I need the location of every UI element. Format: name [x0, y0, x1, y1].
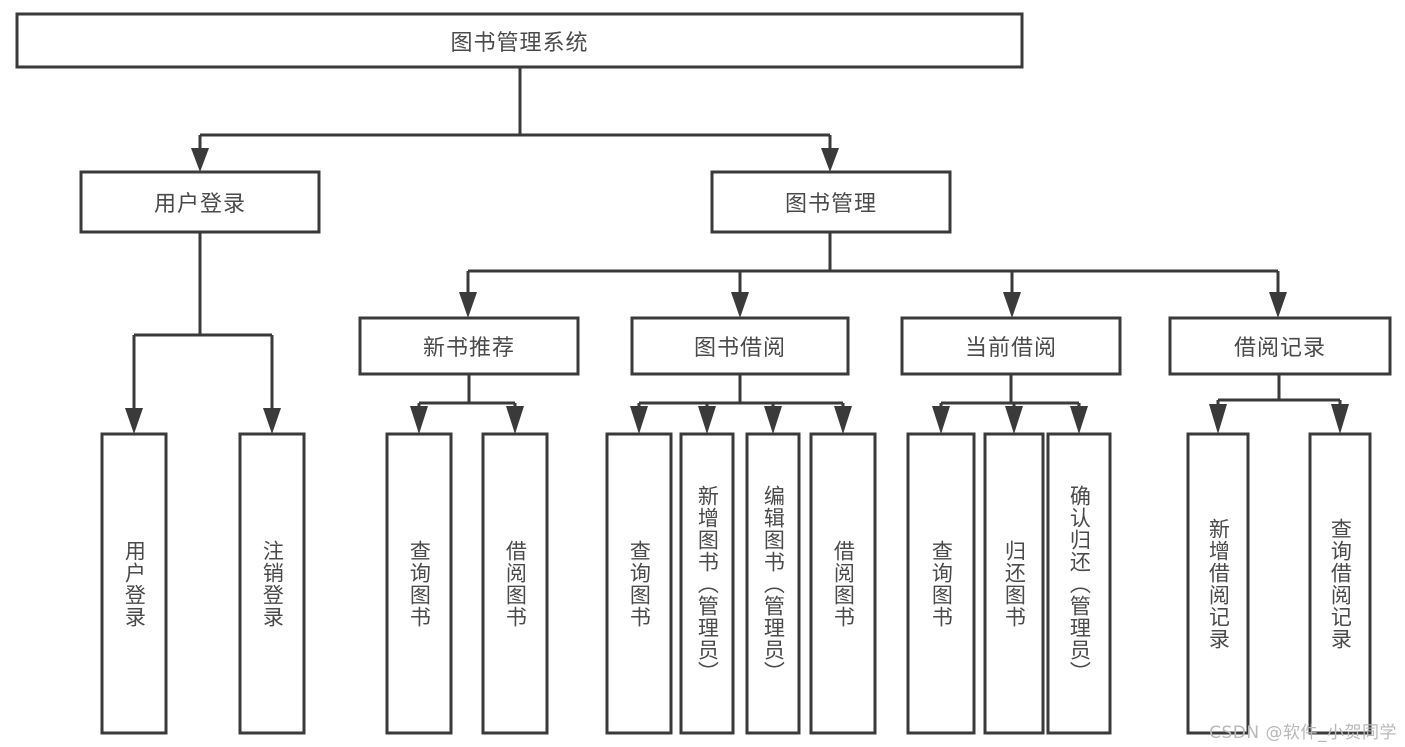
arrowhead-leaf-edit-book — [764, 406, 782, 434]
arrowhead-book-borrow — [731, 292, 749, 318]
node-leaf-borrow-book-rec-box[interactable] — [481, 432, 549, 735]
node-book-manage-box[interactable] — [710, 170, 952, 234]
csdn-watermark: CSDN @软件_小贺同学 — [1209, 723, 1397, 743]
node-leaf-query-book-rec-box[interactable] — [385, 432, 453, 735]
node-leaf-user-login-box[interactable] — [100, 432, 168, 735]
arrowhead-leaf-add-book — [698, 406, 716, 434]
node-leaf-query-book-cur-box[interactable] — [906, 432, 976, 735]
arrowhead-leaf-logout — [263, 408, 281, 434]
arrowhead-leaf-return-book — [1005, 406, 1023, 434]
node-current-borrow-box[interactable] — [900, 316, 1122, 376]
node-user-login-box[interactable] — [79, 170, 321, 234]
arrowhead-book-manage — [821, 148, 839, 172]
arrowhead-leaf-query-book-rec — [410, 406, 428, 434]
arrowhead-leaf-add-record — [1209, 404, 1227, 434]
node-leaf-borrow-book-bor-box[interactable] — [809, 432, 877, 735]
node-leaf-query-record-box[interactable] — [1308, 432, 1372, 735]
arrowhead-leaf-confirm-return — [1070, 406, 1088, 434]
arrowhead-user-login — [191, 148, 209, 172]
arrowhead-leaf-query-book-cur — [932, 406, 950, 434]
arrowhead-leaf-borrow-book-rec — [506, 406, 524, 434]
node-leaf-edit-book-box[interactable] — [745, 432, 801, 735]
node-leaf-logout-box[interactable] — [238, 432, 306, 735]
node-root-box[interactable] — [15, 12, 1024, 69]
arrowhead-leaf-borrow-book-bor — [834, 406, 852, 434]
node-new-book-rec-box[interactable] — [358, 316, 580, 376]
arrowhead-new-book-rec — [459, 292, 477, 318]
arrowhead-current-borrow — [1003, 292, 1021, 318]
node-leaf-confirm-return-box[interactable] — [1046, 432, 1112, 735]
arrowhead-borrow-record — [1269, 292, 1287, 318]
arrowhead-leaf-user-login — [125, 408, 143, 434]
node-leaf-add-record-box[interactable] — [1186, 432, 1250, 735]
arrowhead-leaf-query-book-bor — [630, 406, 648, 434]
arrowhead-leaf-query-record — [1331, 404, 1349, 434]
node-leaf-query-book-bor-box[interactable] — [605, 432, 673, 735]
node-borrow-record-box[interactable] — [1168, 316, 1392, 376]
node-leaf-add-book-box[interactable] — [679, 432, 735, 735]
node-book-borrow-box[interactable] — [630, 316, 850, 376]
node-leaf-return-book-box[interactable] — [983, 432, 1045, 735]
